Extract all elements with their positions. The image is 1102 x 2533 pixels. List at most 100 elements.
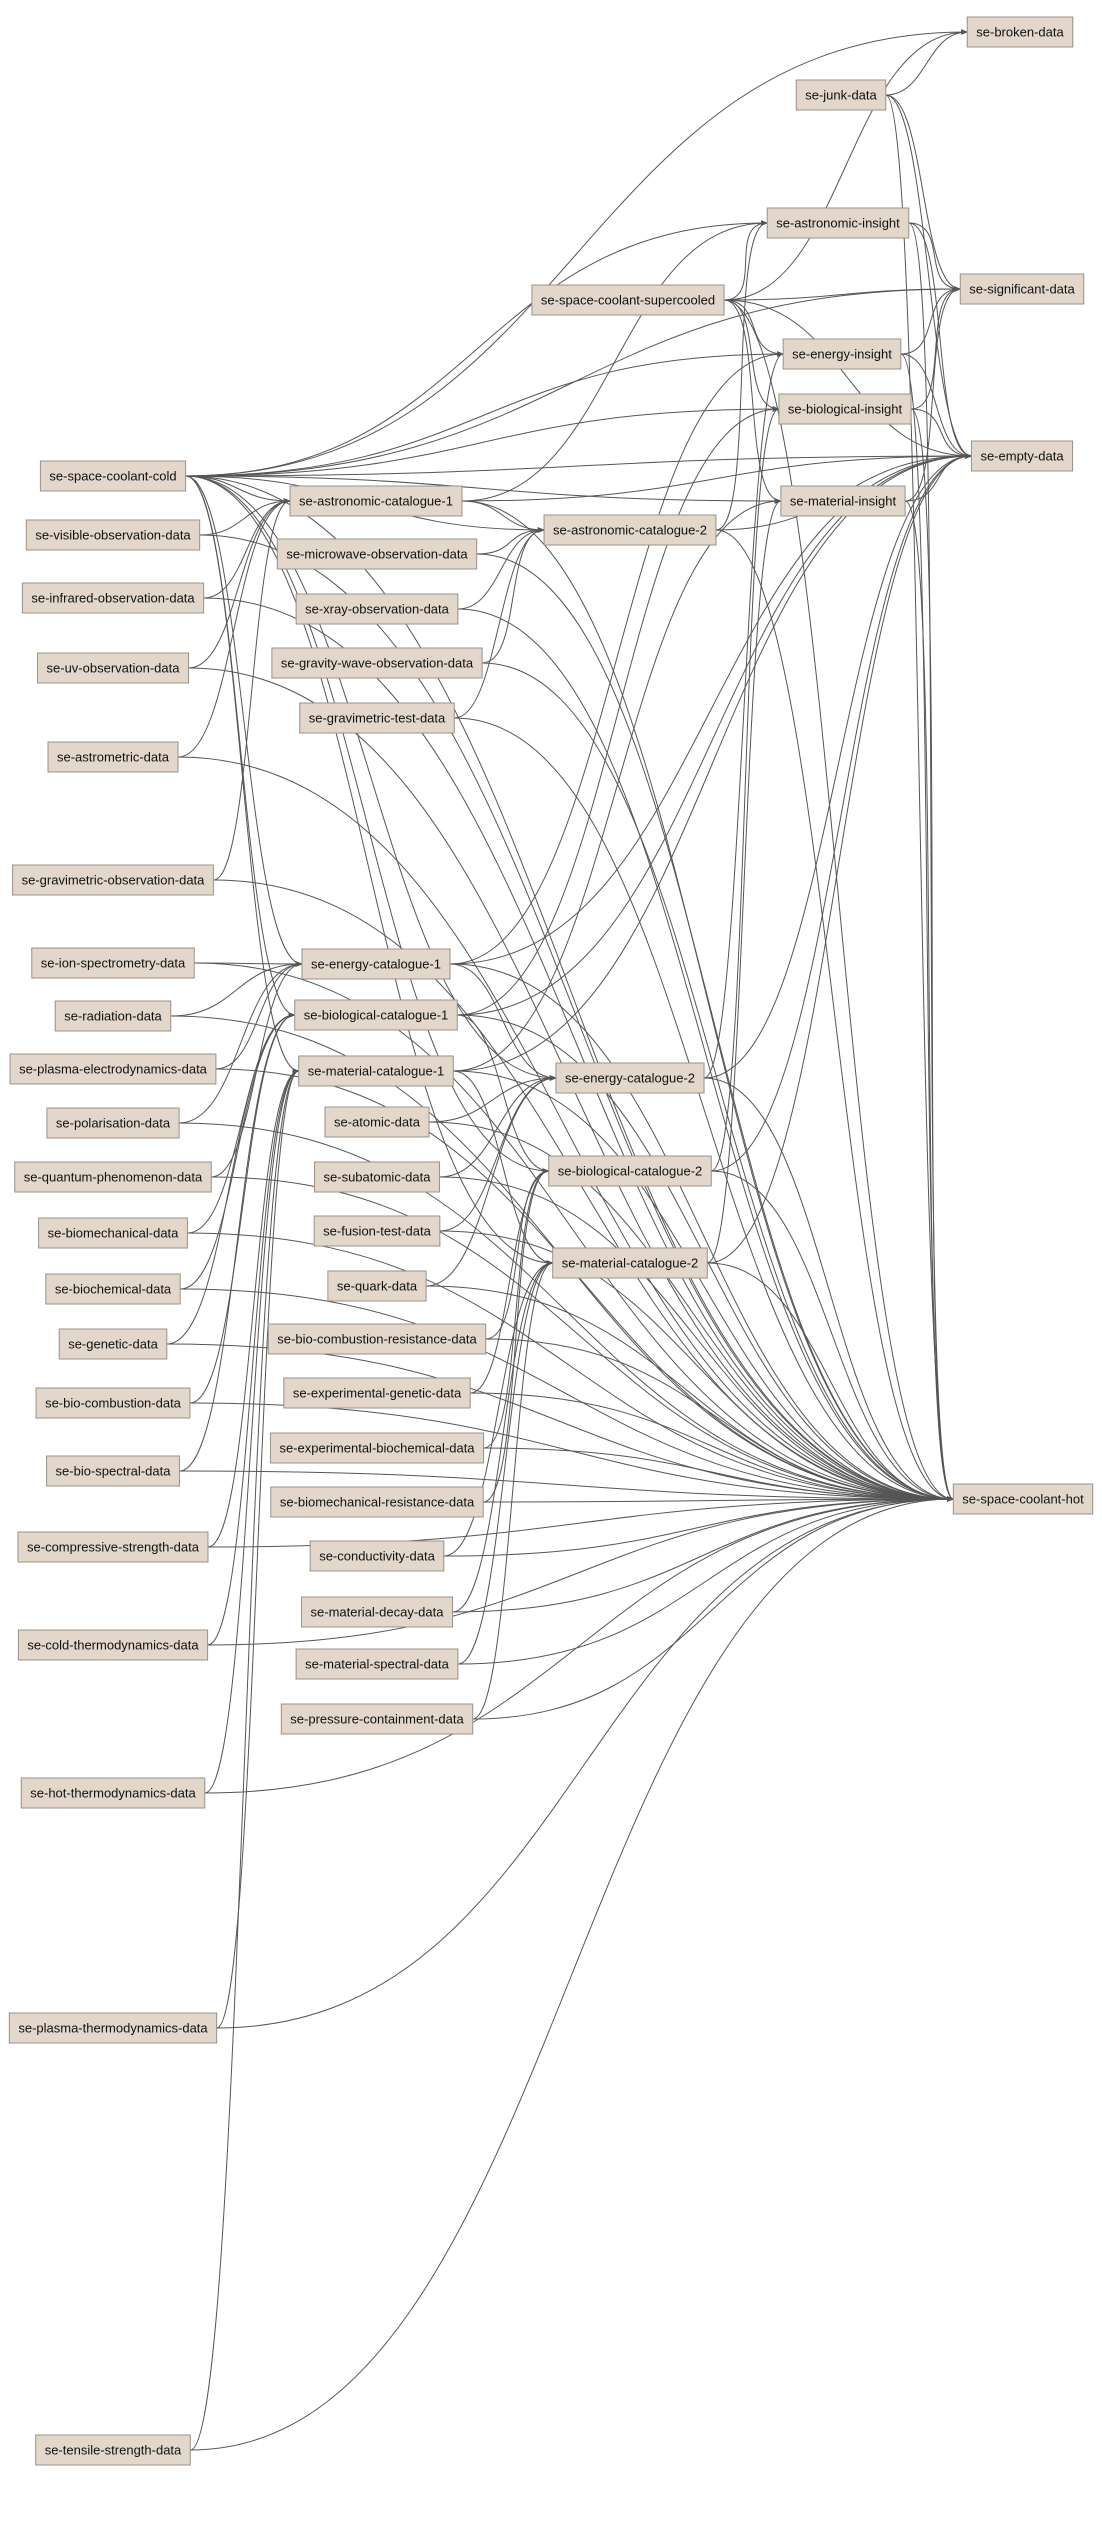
node-label: se-astronomic-insight xyxy=(776,216,900,231)
node-bio-cat1: se-biological-catalogue-1 xyxy=(294,999,458,1031)
node-box xyxy=(17,1531,209,1563)
node-hot-thermo: se-hot-thermodynamics-data xyxy=(20,1777,206,1809)
edge-material-cat2-to-hot xyxy=(707,1262,954,1502)
node-polarisation: se-polarisation-data xyxy=(46,1107,180,1139)
node-label: se-uv-observation-data xyxy=(47,661,181,676)
node-label: se-astronomic-catalogue-1 xyxy=(299,494,453,509)
node-box xyxy=(54,1000,172,1032)
node-box xyxy=(14,1161,212,1193)
node-box xyxy=(301,1596,453,1628)
node-label: se-biochemical-data xyxy=(55,1282,172,1297)
edge-energy-cat1-to-energy-insight xyxy=(450,351,784,965)
node-label: se-biological-catalogue-1 xyxy=(304,1008,449,1023)
edge-bio-cat2-to-bio-insight xyxy=(711,406,780,1172)
edge-cold-to-material-cat1 xyxy=(185,475,300,1074)
edge-uv-to-astro-cat1 xyxy=(188,498,291,669)
node-label: se-compressive-strength-data xyxy=(27,1540,200,1555)
node-label: se-radiation-data xyxy=(64,1009,162,1024)
edge-compressive-to-material-cat1 xyxy=(207,1068,300,1548)
edge-fusion-test-to-hot xyxy=(439,1230,954,1502)
node-microwave: se-microwave-observation-data xyxy=(276,538,478,570)
node-label: se-astronomic-catalogue-2 xyxy=(553,523,707,538)
node-label: se-plasma-thermodynamics-data xyxy=(18,2021,208,2036)
node-box xyxy=(299,702,455,734)
node-genetic: se-genetic-data xyxy=(58,1328,168,1360)
node-label: se-material-insight xyxy=(790,494,897,509)
edge-cold-to-broken xyxy=(185,29,968,477)
node-label: se-energy-catalogue-1 xyxy=(311,957,441,972)
node-material-cat1: se-material-catalogue-1 xyxy=(298,1055,454,1087)
edge-material-decay-to-hot xyxy=(452,1496,954,1613)
edge-conductivity-to-material-cat2 xyxy=(443,1260,554,1557)
node-supercooled: se-space-coolant-supercooled xyxy=(531,284,725,316)
edge-astro-cat1-to-empty xyxy=(461,453,973,502)
edge-bio-insight-to-hot xyxy=(910,408,954,1502)
node-box xyxy=(58,1328,168,1360)
edge-polarisation-to-hot xyxy=(179,1122,954,1502)
node-astro-cat1: se-astronomic-catalogue-1 xyxy=(289,485,463,517)
edge-astro-insight-to-empty xyxy=(908,222,973,459)
node-label: se-polarisation-data xyxy=(56,1116,171,1131)
node-pressure: se-pressure-containment-data xyxy=(280,1703,474,1735)
edge-energy-cat1-to-hot xyxy=(450,963,954,1502)
edge-energy-insight-to-empty xyxy=(900,353,973,459)
node-bio-combustion: se-bio-combustion-data xyxy=(35,1387,191,1419)
edge-material-insight-to-hot xyxy=(904,500,954,1502)
node-label: se-space-coolant-cold xyxy=(49,469,176,484)
node-box xyxy=(283,1377,471,1409)
node-visible: se-visible-observation-data xyxy=(25,519,201,551)
node-exp-biochemical: se-experimental-biochemical-data xyxy=(269,1432,485,1464)
edge-energy-cat2-to-hot xyxy=(704,1077,954,1502)
node-fusion-test: se-fusion-test-data xyxy=(313,1215,441,1247)
edge-pressure-to-material-cat2 xyxy=(472,1260,554,1720)
node-box xyxy=(782,338,902,370)
edge-material-cat2-to-material-insight xyxy=(707,498,782,1264)
edge-bio-cat2-to-empty xyxy=(711,453,973,1172)
edge-astrometric-to-hot xyxy=(177,756,954,1502)
node-label: se-space-coolant-hot xyxy=(962,1492,1084,1507)
edge-visible-to-astro-cat1 xyxy=(199,498,291,536)
edge-gravimetric-test-to-hot xyxy=(454,717,954,1502)
node-label: se-empty-data xyxy=(980,449,1064,464)
edge-bio-insight-to-empty xyxy=(911,408,973,459)
node-material-decay: se-material-decay-data xyxy=(301,1596,453,1628)
edge-tensile-to-material-cat1 xyxy=(190,1068,300,2451)
edge-energy-cat2-to-empty xyxy=(704,453,973,1079)
node-label: se-material-decay-data xyxy=(311,1605,445,1620)
node-box xyxy=(280,1703,474,1735)
node-box xyxy=(294,999,458,1031)
edge-astro-insight-to-hot xyxy=(908,222,954,1502)
edge-material-cat1-to-hot xyxy=(453,1070,954,1502)
node-box xyxy=(25,519,201,551)
node-empty: se-empty-data xyxy=(970,440,1074,472)
node-label: se-quark-data xyxy=(337,1279,418,1294)
edge-material-insight-to-empty xyxy=(905,453,973,502)
node-plasma-thermo: se-plasma-thermodynamics-data xyxy=(8,2012,218,2044)
node-label: se-biomechanical-data xyxy=(48,1226,180,1241)
edge-cold-to-energy-insight xyxy=(185,351,784,477)
node-box xyxy=(35,2434,191,2466)
node-label: se-cold-thermodynamics-data xyxy=(27,1638,199,1653)
node-subatomic: se-subatomic-data xyxy=(314,1161,440,1193)
node-label: se-visible-observation-data xyxy=(35,528,191,543)
node-biomech-res: se-biomechanical-resistance-data xyxy=(270,1486,484,1518)
node-label: se-microwave-observation-data xyxy=(286,547,468,562)
node-astro-cat2: se-astronomic-catalogue-2 xyxy=(543,514,717,546)
edge-cold-to-bio-insight xyxy=(185,406,780,477)
edge-cold-to-bio-cat2 xyxy=(185,475,550,1174)
edge-hot-thermo-to-hot xyxy=(204,1496,954,1794)
edge-quark-to-energy-cat2 xyxy=(426,1075,557,1287)
node-xray: se-xray-observation-data xyxy=(295,593,459,625)
node-box xyxy=(31,947,195,979)
node-label: se-quantum-phenomenon-data xyxy=(24,1170,203,1185)
node-layer: se-broken-datase-junk-datase-astronomic-… xyxy=(8,16,1094,2466)
node-box xyxy=(959,273,1085,305)
node-box xyxy=(966,16,1074,48)
node-box xyxy=(295,1648,459,1680)
edge-plasma-thermo-to-material-cat1 xyxy=(216,1068,300,2029)
node-quantum: se-quantum-phenomenon-data xyxy=(14,1161,212,1193)
node-label: se-energy-insight xyxy=(792,347,892,362)
node-label: se-pressure-containment-data xyxy=(290,1712,464,1727)
edge-biochemical-to-bio-cat1 xyxy=(180,1012,296,1290)
